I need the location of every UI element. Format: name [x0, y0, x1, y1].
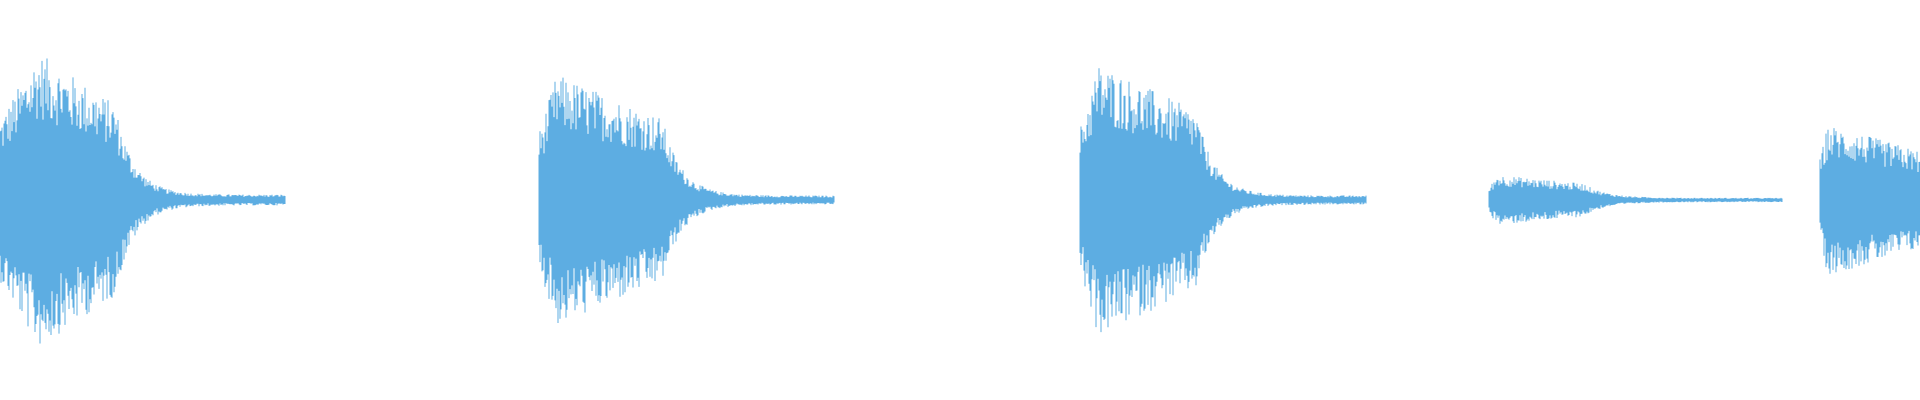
waveform-samples: [1819, 128, 1920, 274]
waveform-clip-3[interactable]: [1079, 68, 1367, 333]
waveform-samples: [0, 58, 286, 344]
waveform-clip-5[interactable]: [1819, 128, 1920, 274]
waveform-clip-4[interactable]: [1488, 177, 1783, 224]
waveform-clip-2[interactable]: [538, 77, 835, 323]
waveform-clip-1[interactable]: [0, 58, 286, 344]
